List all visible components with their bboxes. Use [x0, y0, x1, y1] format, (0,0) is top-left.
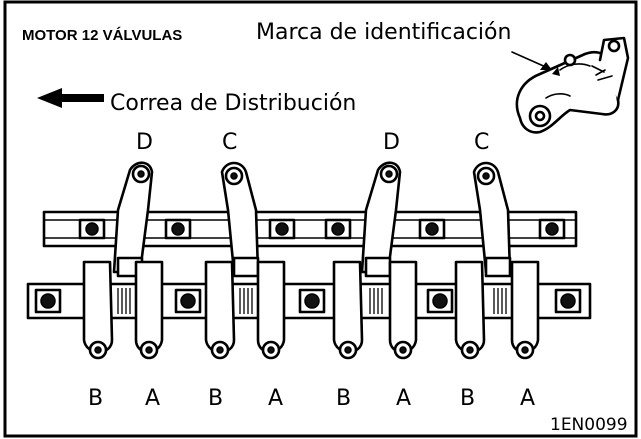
rocker-arm-b-2 — [204, 260, 236, 360]
rocker-label-c-2: C — [474, 130, 489, 155]
rocker-label-a-3: A — [396, 386, 411, 411]
rocker-arm-a-1 — [134, 260, 164, 360]
rocker-arm-b-4 — [454, 260, 486, 360]
lower-rocker-shaft — [26, 282, 592, 320]
rocker-arm-a-2 — [256, 260, 286, 360]
left-arrow-icon — [37, 88, 104, 108]
rocker-arm-c-2 — [472, 161, 512, 278]
rocker-label-a-1: A — [145, 386, 160, 411]
rocker-arm-c-1 — [220, 161, 260, 278]
rocker-label-b-3: B — [336, 386, 351, 411]
rocker-arm-a-3 — [388, 260, 418, 360]
identification-mark-label: Marca de identificación — [256, 20, 511, 45]
diagram-frame — [3, 0, 638, 438]
rocker-arm-b-1 — [82, 260, 114, 360]
engine-title: MOTOR 12 VÁLVULAS — [22, 27, 182, 44]
rocker-arm-d-1 — [112, 161, 154, 278]
rocker-label-a-4: A — [520, 386, 535, 411]
rocker-arm-b-3 — [332, 260, 364, 360]
timing-belt-label: Correa de Distribución — [110, 91, 356, 116]
figure-code: 1EN0099 — [550, 415, 628, 435]
rocker-label-a-2: A — [268, 386, 283, 411]
rocker-arm-a-4 — [510, 260, 540, 360]
rocker-arm-d-2 — [360, 161, 402, 278]
lower-rocker-arms — [82, 260, 540, 360]
rocker-label-d-1: D — [136, 130, 153, 155]
rocker-label-b-2: B — [208, 386, 223, 411]
rocker-label-c-1: C — [222, 130, 237, 155]
rocker-arm-detail-icon — [511, 36, 630, 134]
rocker-label-b-1: B — [88, 386, 103, 411]
rocker-label-d-2: D — [383, 130, 400, 155]
rocker-label-b-4: B — [460, 386, 475, 411]
